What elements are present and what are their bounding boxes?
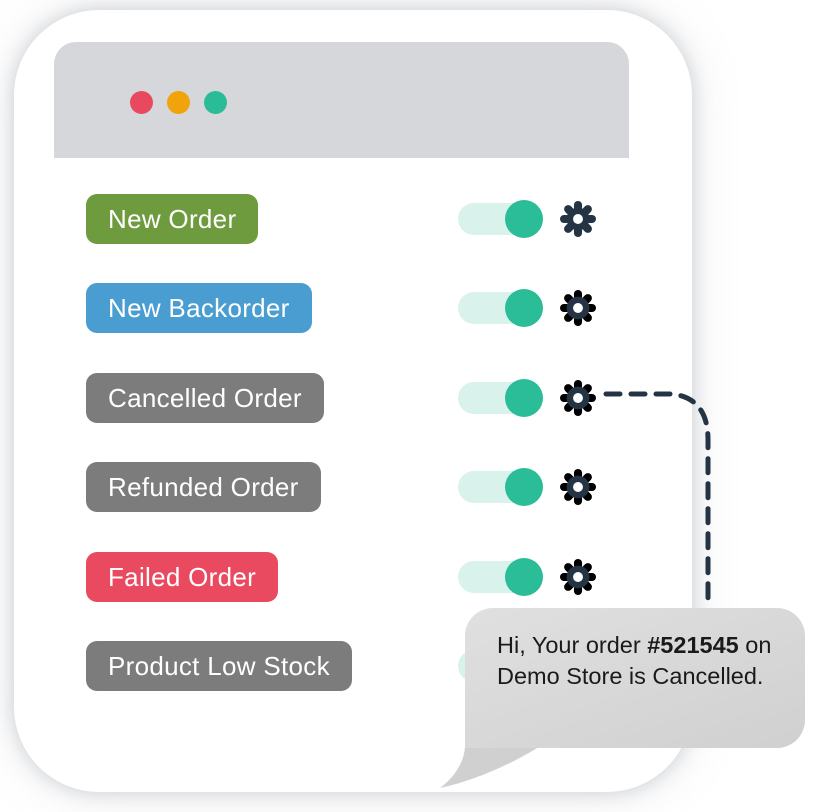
toggle-switch[interactable] [458,468,543,506]
close-dot-icon[interactable] [130,91,153,114]
bubble-text-after: on Demo Store is Cancelled. [497,632,772,689]
order-type-badge: Refunded Order [86,462,321,512]
gear-icon[interactable] [560,201,596,237]
toggle-knob [505,558,543,596]
order-type-badge: Failed Order [86,552,279,602]
traffic-lights [130,91,227,114]
toggle-knob [505,289,543,327]
gear-icon[interactable] [560,290,596,326]
order-number: #521545 [647,632,739,658]
toggle-switch[interactable] [458,379,543,417]
gear-icon[interactable] [560,380,596,416]
order-type-badge: New Order [86,194,259,244]
toggle-knob [505,200,543,238]
bubble-text-before: Hi, Your order [497,632,648,658]
order-type-badge: Product Low Stock [86,641,352,691]
notification-row-new-backorder: New Backorder [54,283,629,333]
window-titlebar [54,42,629,158]
gear-icon[interactable] [560,469,596,505]
gear-icon[interactable] [560,559,596,595]
bubble-tail [440,745,542,788]
order-type-badge: New Backorder [86,283,312,333]
toggle-knob [505,379,543,417]
minimize-dot-icon[interactable] [167,91,190,114]
toggle-switch[interactable] [458,289,543,327]
notification-row-refunded-order: Refunded Order [54,462,629,512]
toggle-knob [505,468,543,506]
notification-bubble: Hi, Your order #521545 on Demo Store is … [465,608,805,748]
notification-row-cancelled-order: Cancelled Order [54,373,629,423]
browser-window: New Order New Backorder Cancelled Order … [54,42,629,728]
notification-row-new-order: New Order [54,194,629,244]
dashed-connector-line [603,391,711,611]
toggle-switch[interactable] [458,558,543,596]
notification-row-failed-order: Failed Order [54,552,629,602]
toggle-switch[interactable] [458,200,543,238]
maximize-dot-icon[interactable] [204,91,227,114]
order-type-badge: Cancelled Order [86,373,324,423]
